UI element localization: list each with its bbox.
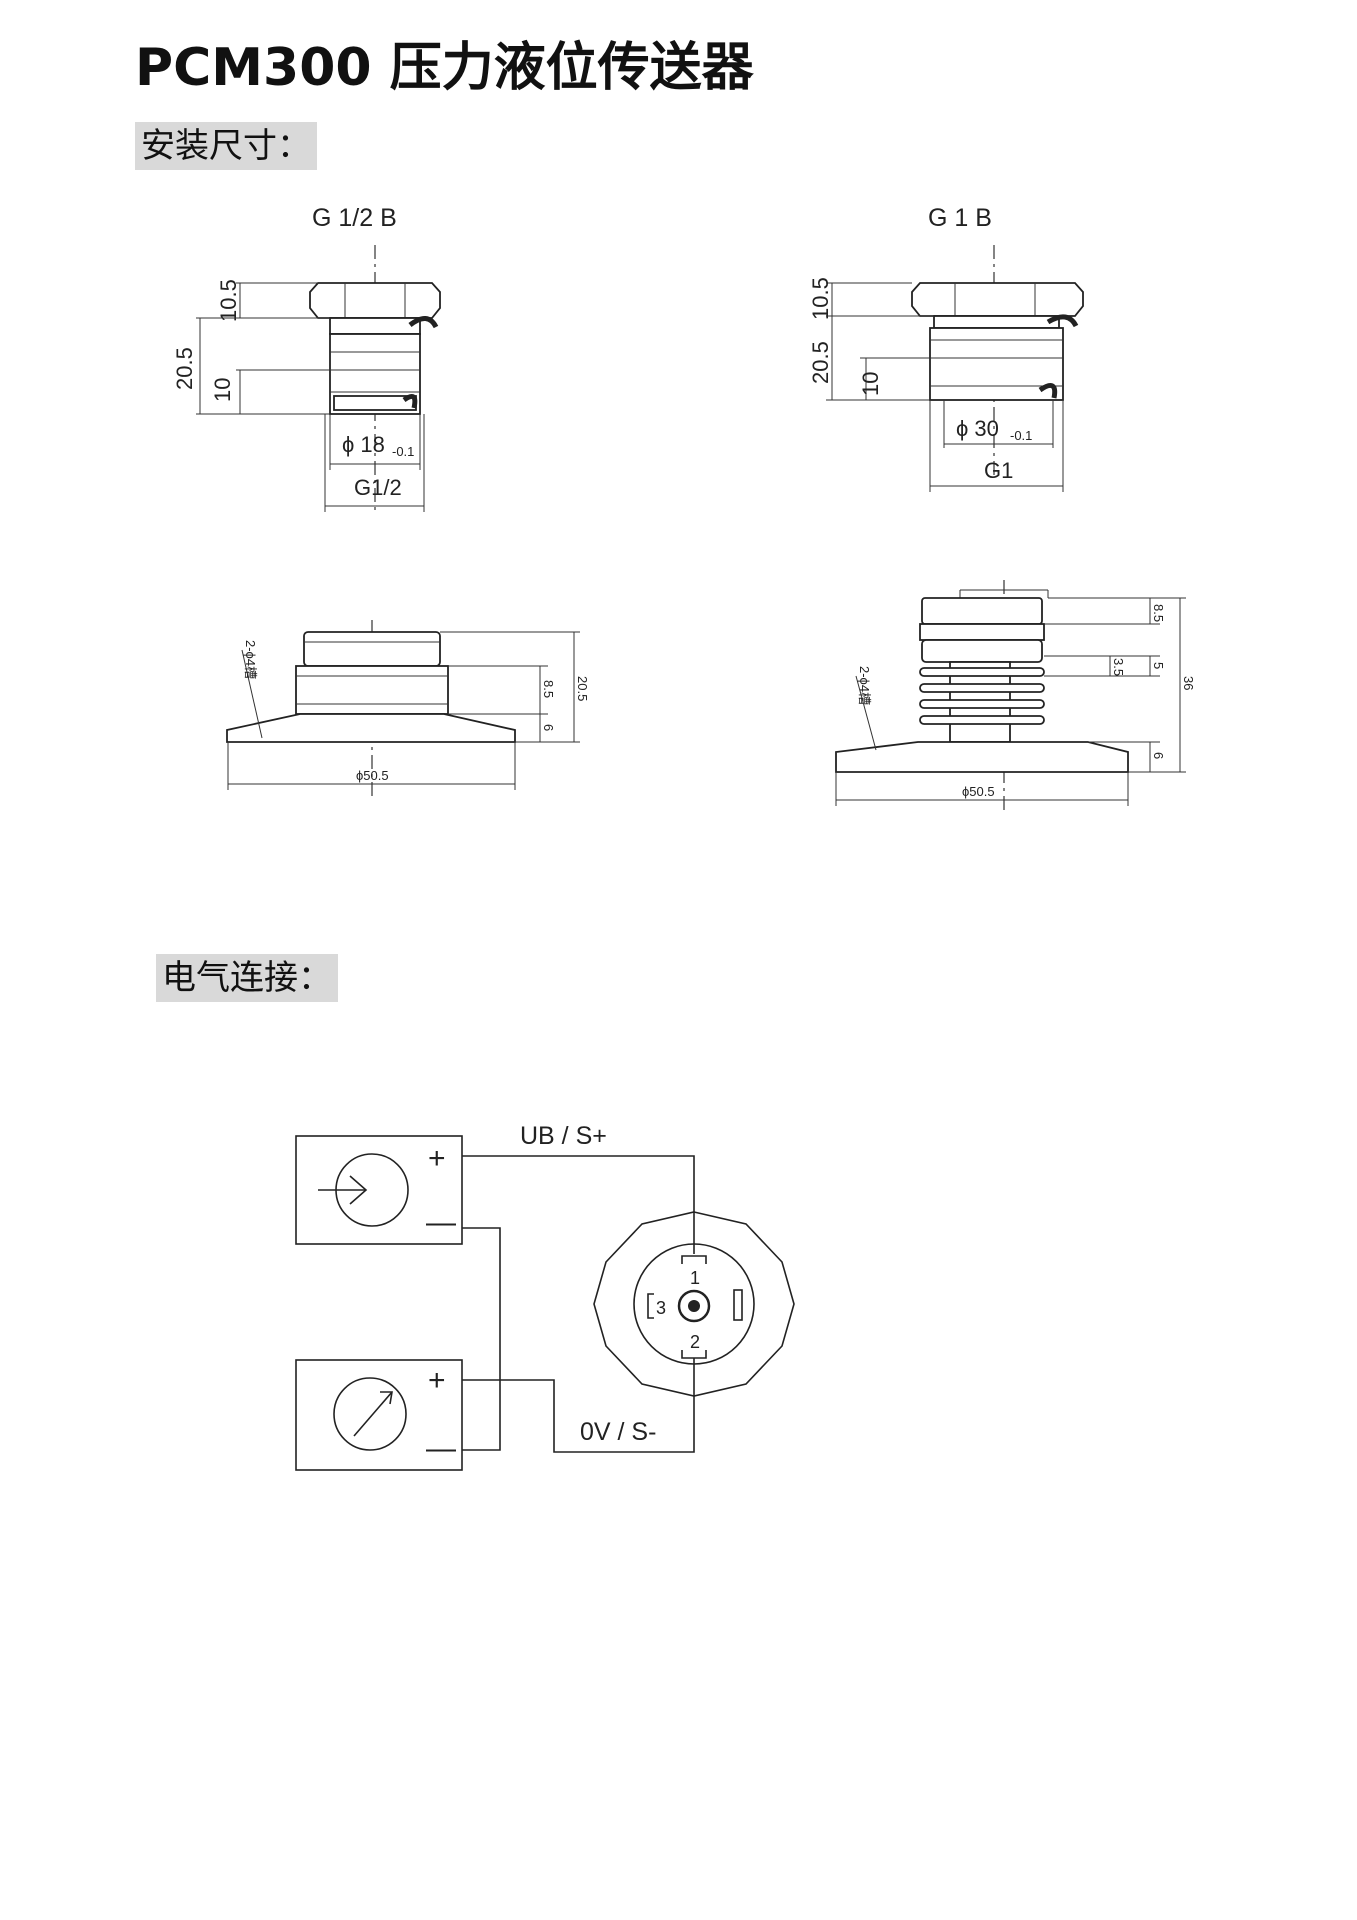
connector-face: [633, 1243, 755, 1365]
power-plus-sign: +: [428, 1142, 446, 1175]
dim-g1b-tolerance: -0.1: [1010, 428, 1032, 443]
connector-center-pin: [688, 1300, 700, 1312]
drawing-g1b-title: G 1 B: [928, 204, 992, 232]
dim-finned-diameter: ϕ50.5: [962, 784, 995, 799]
dim-g12b-total: 20.5: [172, 347, 197, 390]
section-install-dimensions: 安装尺寸：: [135, 122, 317, 170]
pin-1-label: 1: [690, 1268, 700, 1288]
dim-small-a: 8.5: [541, 680, 556, 698]
dim-small-diameter: ϕ50.5: [356, 768, 389, 783]
note-finned-slots: 2-ϕ4槽: [857, 666, 872, 705]
page-title: PCM300 压力液位传送器: [135, 38, 754, 98]
meter-minus-sign: —: [426, 1432, 456, 1465]
dim-small-c: 6: [541, 724, 556, 731]
wire-supply-plus: [462, 1155, 695, 1254]
pin-3-label: 3: [656, 1298, 666, 1318]
connector-pin-3: [647, 1293, 654, 1319]
dim-finned-b: 3.5: [1111, 658, 1126, 676]
drawing-flange-small: 2-ϕ4槽 ϕ50.5 8.5 6 20.5: [226, 620, 590, 800]
dim-finned-c: 5: [1151, 662, 1166, 669]
dim-finned-total: 36: [1181, 676, 1196, 690]
meter-symbol: [333, 1377, 407, 1451]
dim-g1b-hex: 10.5: [808, 277, 833, 320]
drawing-flange-finned: 2-ϕ4槽 ϕ50.5 8.5 3.5 5 6 36: [835, 580, 1196, 810]
dim-g1b-diameter: ϕ 30: [956, 416, 999, 441]
wire-label-top: UB / S+: [520, 1122, 607, 1150]
dim-g12b-thread-width: G1/2: [354, 475, 402, 500]
dim-g12b-tolerance: -0.1: [392, 444, 414, 459]
section-electrical-connection: 电气连接：: [156, 954, 338, 1002]
meter-box: [295, 1359, 463, 1471]
dim-g1b-thread-width: G1: [984, 458, 1013, 483]
power-minus-sign: —: [426, 1206, 456, 1239]
dim-g12b-thread: 10: [210, 378, 235, 402]
dim-finned-d: 6: [1151, 752, 1166, 759]
note-small-slots: 2-ϕ4槽: [243, 640, 258, 679]
meter-plus-sign: +: [428, 1364, 446, 1397]
connector-outline: [593, 1211, 795, 1397]
dim-g1b-total: 20.5: [808, 341, 833, 384]
wire-meter-plus: [462, 1358, 695, 1453]
drawing-g12b-title: G 1/2 B: [312, 204, 397, 232]
power-supply-box: [295, 1135, 463, 1245]
pin-2-label: 2: [690, 1332, 700, 1352]
dim-small-b: 20.5: [575, 676, 590, 701]
drawing-g12b: G 1/2 B 10.5 20.5 10 ϕ 18 -0.1: [172, 204, 441, 512]
connector-ground-slot: [733, 1289, 743, 1321]
dim-g12b-diameter: ϕ 18: [342, 432, 385, 457]
connector-pin-2: [681, 1350, 707, 1359]
dim-g1b-thread: 10: [858, 372, 883, 396]
drawing-g1b: G 1 B 10.5 20.5 10 ϕ 30 -0.1 G1: [808, 204, 1084, 492]
wiring-diagram: + — + — UB / S+ 0V / S- 1 2 3: [295, 1122, 795, 1471]
connector-pin-1: [681, 1255, 707, 1264]
dim-finned-a: 8.5: [1151, 604, 1166, 622]
wire-label-bottom: 0V / S-: [580, 1418, 656, 1446]
wire-supply-to-meter: [462, 1227, 501, 1451]
dim-g12b-hex: 10.5: [216, 279, 241, 322]
